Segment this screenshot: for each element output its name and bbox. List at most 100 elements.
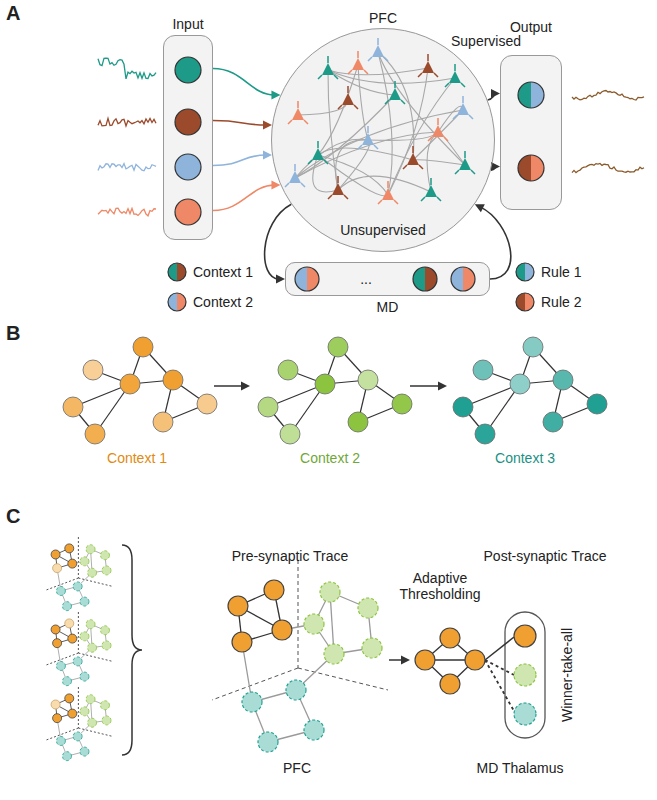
- box-fill: [500, 55, 562, 210]
- pyramidal-neuron-part: [308, 141, 328, 164]
- network-node: [523, 337, 543, 357]
- network-node: [73, 582, 82, 591]
- pyramidal-neuron-part: [455, 151, 475, 174]
- pyramidal-neuron-part: [445, 64, 465, 87]
- pfc-connection: [328, 68, 428, 75]
- box-fill: [163, 35, 213, 240]
- md-unit: [413, 267, 437, 291]
- network-node: [280, 424, 300, 444]
- network-node: [242, 692, 262, 712]
- pyramidal-neuron-part: [385, 81, 405, 104]
- md-unit-part: [413, 267, 425, 291]
- network-node: [440, 628, 460, 648]
- network-node: [320, 582, 340, 602]
- network-node: [153, 412, 173, 432]
- network-node-bg: [153, 412, 173, 432]
- legend-swatch-part: [516, 293, 534, 311]
- cluster-divider: [78, 728, 112, 736]
- network-node-bg: [523, 337, 543, 357]
- pfc-connection: [413, 160, 465, 165]
- input-trace: [98, 208, 156, 216]
- pyramidal-neuron-part: [422, 61, 434, 73]
- pyramidal-neuron: [358, 126, 378, 149]
- network-node-bg: [163, 370, 183, 390]
- network-node: [543, 412, 563, 432]
- network-node: [80, 707, 89, 716]
- connector-line: [213, 121, 266, 126]
- cluster-divider: [78, 612, 79, 653]
- network-node: [51, 625, 60, 634]
- cluster-divider: [78, 653, 112, 661]
- context-label: Context 3: [495, 450, 555, 466]
- cluster-divider: [78, 537, 79, 578]
- connector-line: [213, 185, 274, 211]
- network-node: [120, 374, 140, 394]
- md-unit-part: [451, 267, 475, 291]
- network-node: [68, 634, 77, 643]
- illustration-group: [46, 28, 644, 761]
- pfc-connection: [328, 70, 455, 83]
- legend-swatch-part: [177, 293, 186, 311]
- network-node: [473, 360, 493, 380]
- pfc-connection: [368, 132, 438, 140]
- pyramidal-neuron-part: [432, 125, 444, 137]
- network-node: [102, 641, 111, 650]
- region-label: MD Thalamus: [477, 760, 564, 776]
- network-node: [358, 370, 378, 390]
- network-node: [51, 550, 60, 559]
- pfc-connection: [318, 155, 388, 196]
- network-node-bg: [83, 360, 103, 380]
- pyramidal-neuron: [385, 81, 405, 104]
- md-unit-part: [425, 267, 437, 291]
- pyramidal-neuron: [348, 51, 368, 74]
- md-unit-part: [295, 267, 307, 291]
- connector: [475, 204, 511, 279]
- md-unit-part: [463, 267, 475, 291]
- pfc-connection: [318, 155, 388, 195]
- network-node: [56, 586, 65, 595]
- legend-swatch-part: [516, 263, 534, 281]
- connector: [265, 204, 292, 283]
- pyramidal-neuron-part: [418, 54, 438, 77]
- pyramidal-neuron-part: [421, 178, 441, 201]
- network-node: [53, 714, 62, 723]
- legend-swatch-part: [516, 293, 525, 311]
- process-arrow: [389, 659, 402, 661]
- arrow-head: [241, 382, 250, 391]
- input-trace: [98, 58, 156, 79]
- pfc-connection: [388, 78, 455, 195]
- output-unit-part: [531, 82, 544, 108]
- legend-swatch: [516, 293, 534, 311]
- pyramidal-neuron: [328, 176, 348, 199]
- pyramidal-neuron: [285, 164, 305, 187]
- network-node: [553, 370, 573, 390]
- network-node: [315, 374, 335, 394]
- network-node: [510, 374, 530, 394]
- network-node-bg: [315, 374, 335, 394]
- panel-letter: B: [6, 322, 20, 344]
- network-node: [100, 701, 109, 710]
- panel-letter: C: [6, 505, 20, 527]
- legend-swatch-part: [168, 263, 186, 281]
- network-node: [65, 619, 74, 628]
- md-unit: [295, 267, 319, 291]
- network-node: [258, 397, 278, 417]
- legend-swatch: [168, 293, 186, 311]
- box-fill: [285, 262, 490, 296]
- network-node: [53, 639, 62, 648]
- network-node-bg: [475, 424, 495, 444]
- pyramidal-neuron-part: [362, 133, 374, 145]
- network-node: [197, 394, 217, 414]
- node-title: Input: [172, 16, 203, 32]
- network-node: [73, 732, 82, 741]
- context-label: Context 1: [107, 450, 167, 466]
- pyramidal-neuron-part: [425, 185, 437, 197]
- legend-swatch: [168, 263, 186, 281]
- connector-line: [480, 207, 511, 279]
- network-node-bg: [258, 397, 278, 417]
- network-node: [53, 564, 62, 573]
- network-node: [65, 544, 74, 553]
- pfc-connection: [295, 132, 438, 178]
- legend-swatch-part: [525, 263, 534, 281]
